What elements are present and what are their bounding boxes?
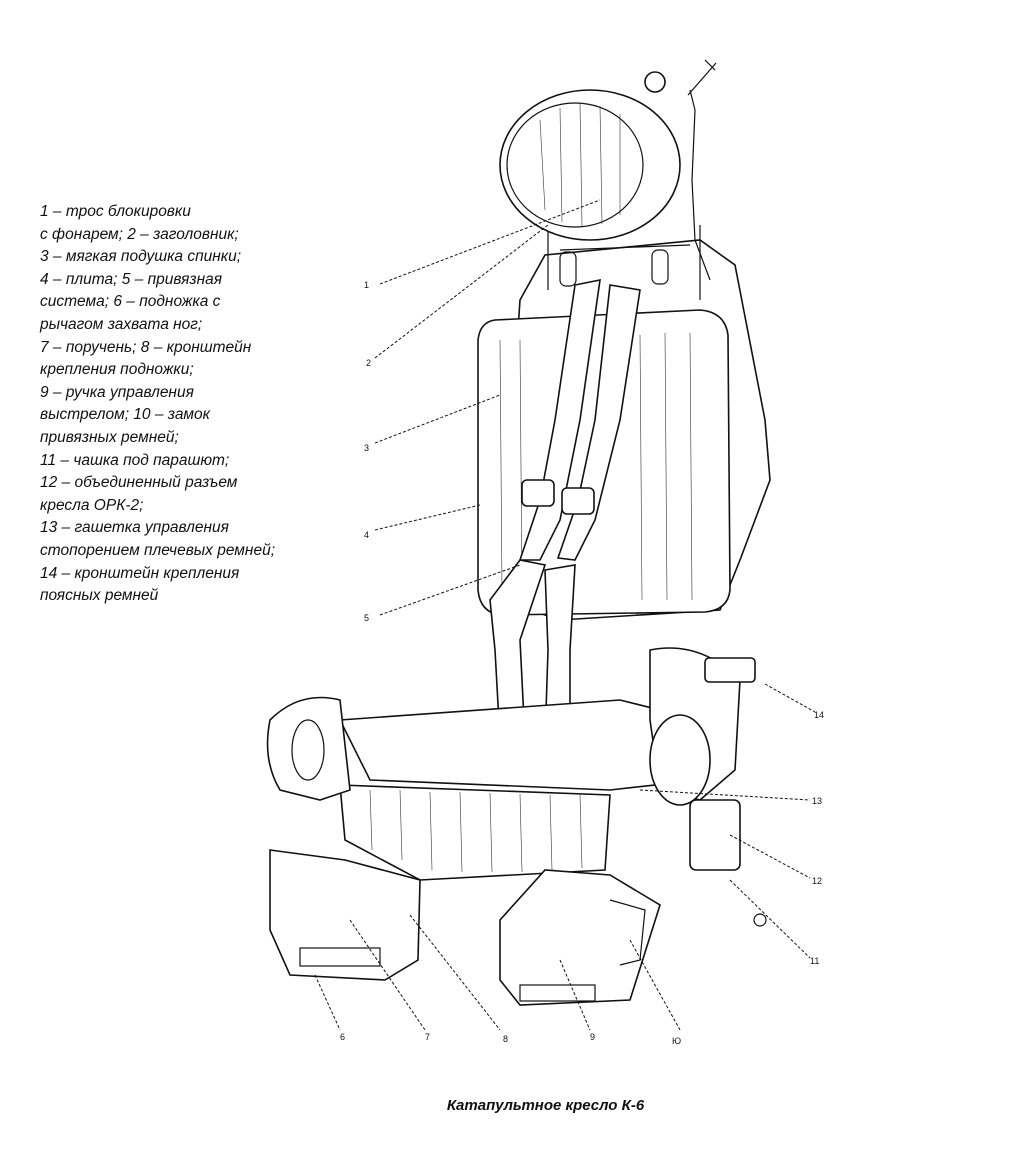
legend-line: рычагом захвата ног; <box>40 315 203 333</box>
headrest-rails <box>547 225 701 300</box>
legend-line: 13 – гашетка управления <box>40 519 229 537</box>
callout-5: 5 <box>364 613 369 623</box>
caption-text: Катапультное кресло К-6 <box>446 1097 645 1114</box>
figure-caption: Катапультное кресло К-6 <box>0 1097 1031 1114</box>
callout-3: 3 <box>364 443 369 453</box>
legend-line: поясных ремней <box>40 587 159 605</box>
cushion-hatch <box>499 332 693 601</box>
side-drum <box>649 714 711 806</box>
legend-line: выстрелом; 10 – замок <box>40 406 211 424</box>
callout-6: 6 <box>340 1032 345 1042</box>
callout-10: Ю <box>672 1036 681 1046</box>
callout-14: 14 <box>814 710 824 720</box>
cup-hatch <box>369 789 583 873</box>
legend-line: с фонарем; 2 – заголовник; <box>40 225 239 243</box>
callout-2: 2 <box>366 358 371 368</box>
harness-buckle <box>521 479 555 507</box>
foot-tread <box>519 984 596 1002</box>
legend-line: 11 – чашка под парашют; <box>40 451 230 469</box>
parachute-hook <box>753 913 767 927</box>
headrest-inner <box>506 102 644 228</box>
cable-pulley <box>644 71 666 93</box>
callout-11: 11 <box>810 956 819 966</box>
legend-line: 4 – плита; 5 – привязная <box>40 270 223 288</box>
armrest-opening <box>291 719 325 781</box>
legend-line: 9 – ручка управления <box>40 383 194 401</box>
footrest-right <box>499 869 661 1006</box>
callout-13: 13 <box>812 796 822 806</box>
callout-8: 8 <box>503 1034 508 1044</box>
leader-lines <box>314 199 816 1031</box>
headrest <box>499 89 681 241</box>
seat-pan <box>338 699 701 791</box>
headrest-hatch <box>539 103 621 227</box>
parachute-cup <box>339 784 611 881</box>
legend-line: 1 – трос блокировки <box>40 203 191 220</box>
legend-line: 7 – поручень; 8 – кронштейн <box>40 338 252 356</box>
callout-1: 1 <box>364 280 369 290</box>
legend-line: 12 – объединенный разъем <box>40 474 238 492</box>
callout-7: 7 <box>425 1032 430 1042</box>
armrest-left <box>266 696 351 801</box>
legend-line: крепления подножки; <box>40 361 194 379</box>
lap-strap <box>489 559 547 741</box>
lap-belt-bracket <box>704 657 756 683</box>
callout-4: 4 <box>364 530 369 540</box>
callout-9: 9 <box>590 1032 595 1042</box>
rail-slot <box>559 251 577 287</box>
harness-buckle <box>561 487 595 515</box>
legend-line: кресла ОРК-2; <box>40 496 144 514</box>
legend-line: система; 6 – подножка с <box>40 293 221 311</box>
callout-12: 12 <box>812 876 822 886</box>
firing-handle <box>609 899 646 966</box>
shoulder-strap-left <box>518 278 601 561</box>
foot-tread <box>299 947 381 967</box>
legend: 1 – трос блокировки с фонарем; 2 – загол… <box>40 201 360 608</box>
legend-line: стопорением плечевых ремней; <box>40 541 276 559</box>
rail-slot <box>651 249 669 285</box>
shoulder-strap-right <box>556 284 641 561</box>
legend-line: привязных ремней; <box>40 428 179 446</box>
legend-line: 14 – кронштейн крепления <box>40 564 240 582</box>
legend-line: 3 – мягкая подушка спинки; <box>40 248 242 266</box>
orc-connector <box>689 799 741 871</box>
footrest-left <box>269 849 421 981</box>
canopy-lock-cable <box>687 59 717 281</box>
